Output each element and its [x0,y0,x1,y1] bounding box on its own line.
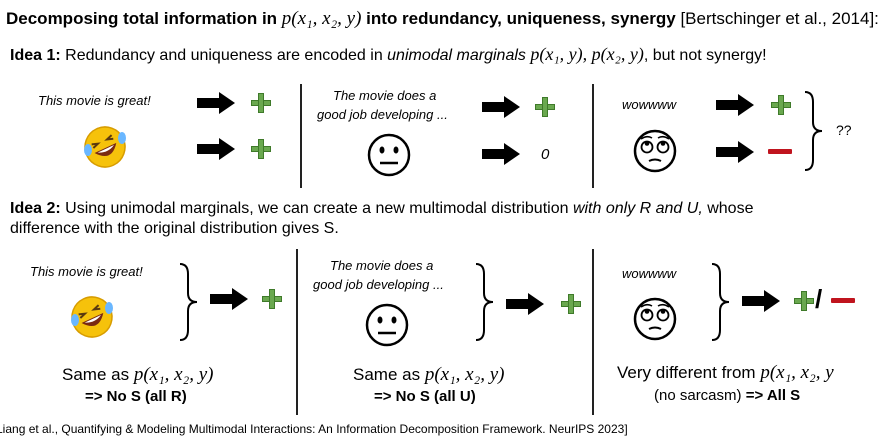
idea1-emph: unimodal marginals [387,47,526,64]
plus-icon [771,95,791,115]
idea1-tail: , but not synergy! [643,47,767,64]
row2-col1-text: This movie is great! [30,264,143,279]
page-title: Decomposing total information in p(x₁, x… [6,8,879,30]
row2-col3-very: Very different from p(x₁, x₂, y [617,362,834,384]
row2-col2-same: Same as p(x₁, x₂, y) [353,364,504,386]
right-arrow-icon [716,94,754,116]
minus-icon [831,298,855,303]
row2-col2-result: => No S (all U) [374,388,476,405]
row1-divider-2 [592,84,594,188]
title-math: p(x₁, x₂, y) [281,8,362,29]
row2-col3-result: (no sarcasm) => All S [654,387,800,404]
row1-col2-text-1: The movie does a [333,88,437,103]
right-arrow-icon [210,288,248,310]
right-arrow-icon [197,138,235,160]
row1-col3-text: wowwww [622,97,677,112]
zero-value: 0 [541,146,550,163]
plus-icon [262,289,282,309]
idea2-label: Idea 2: [10,200,61,217]
idea1-text: Redundancy and uniqueness are encoded in [60,47,388,64]
right-arrow-icon [482,96,520,118]
curly-brace-icon [711,263,730,341]
title-bold-2: into redundancy, uniqueness, synergy [361,9,676,28]
eye-roll-face-icon [633,297,677,341]
same-as-label: Same as [353,365,425,384]
very-different-label: Very different from [617,363,761,382]
same-as-label: Same as [62,365,134,384]
minus-icon [768,149,792,154]
row1-col2-text-2: good job developing ... [317,107,448,122]
row2-col3-text: wowwww [622,266,677,281]
title-bold: Decomposing total information in [6,9,282,28]
very-different-math: p(x₁, x₂, y [760,362,834,383]
right-arrow-icon [742,290,780,312]
title-citation: [Bertschinger et al., 2014]: [675,9,879,28]
plus-icon [251,93,271,113]
slash-separator: / [815,284,823,314]
plus-icon [794,291,814,311]
right-arrow-icon [482,143,520,165]
idea1-math: p(x₁, y), p(x₂, y) [525,44,644,64]
row2-divider-2 [592,249,594,415]
row2-col1-same: Same as p(x₁, x₂, y) [62,364,213,386]
idea2-emph: with only R and U, [572,200,703,217]
no-sarcasm-label: (no sarcasm) [654,387,746,404]
neutral-face-icon [365,303,409,347]
curly-brace-icon [475,263,494,341]
laughing-emoji-icon [84,126,126,168]
curly-brace-icon [804,91,823,171]
curly-brace-icon [179,263,198,341]
idea2-line-1: Idea 2: Using unimodal marginals, we can… [10,200,753,218]
all-s-label: => All S [745,387,801,404]
row2-col2-text-1: The movie does a [330,258,434,273]
idea1-label: Idea 1: [10,47,61,64]
idea2-tail: whose [702,200,754,217]
row2-divider-1 [296,249,298,415]
idea2-text: Using unimodal marginals, we can create … [60,200,573,217]
right-arrow-icon [197,92,235,114]
row1-divider-1 [300,84,302,188]
row2-col2-text-2: good job developing ... [313,277,444,292]
eye-roll-face-icon [633,129,677,173]
row1-col1-text: This movie is great! [38,93,151,108]
right-arrow-icon [506,293,544,315]
same-as-math: p(x₁, x₂, y) [424,364,505,385]
neutral-face-icon [367,133,411,177]
plus-icon [561,294,581,314]
row2-col1-result: => No S (all R) [85,388,187,405]
idea2-line-2: difference with the original distributio… [10,220,339,237]
plus-icon [535,97,555,117]
plus-icon [251,139,271,159]
idea1-line: Idea 1: Redundancy and uniqueness are en… [10,44,767,65]
same-as-math: p(x₁, x₂, y) [133,364,214,385]
question-marks: ?? [836,122,852,138]
laughing-emoji-icon [71,296,113,338]
right-arrow-icon [716,141,754,163]
footer-citation: Liang et al., Quantifying & Modeling Mul… [0,422,628,436]
